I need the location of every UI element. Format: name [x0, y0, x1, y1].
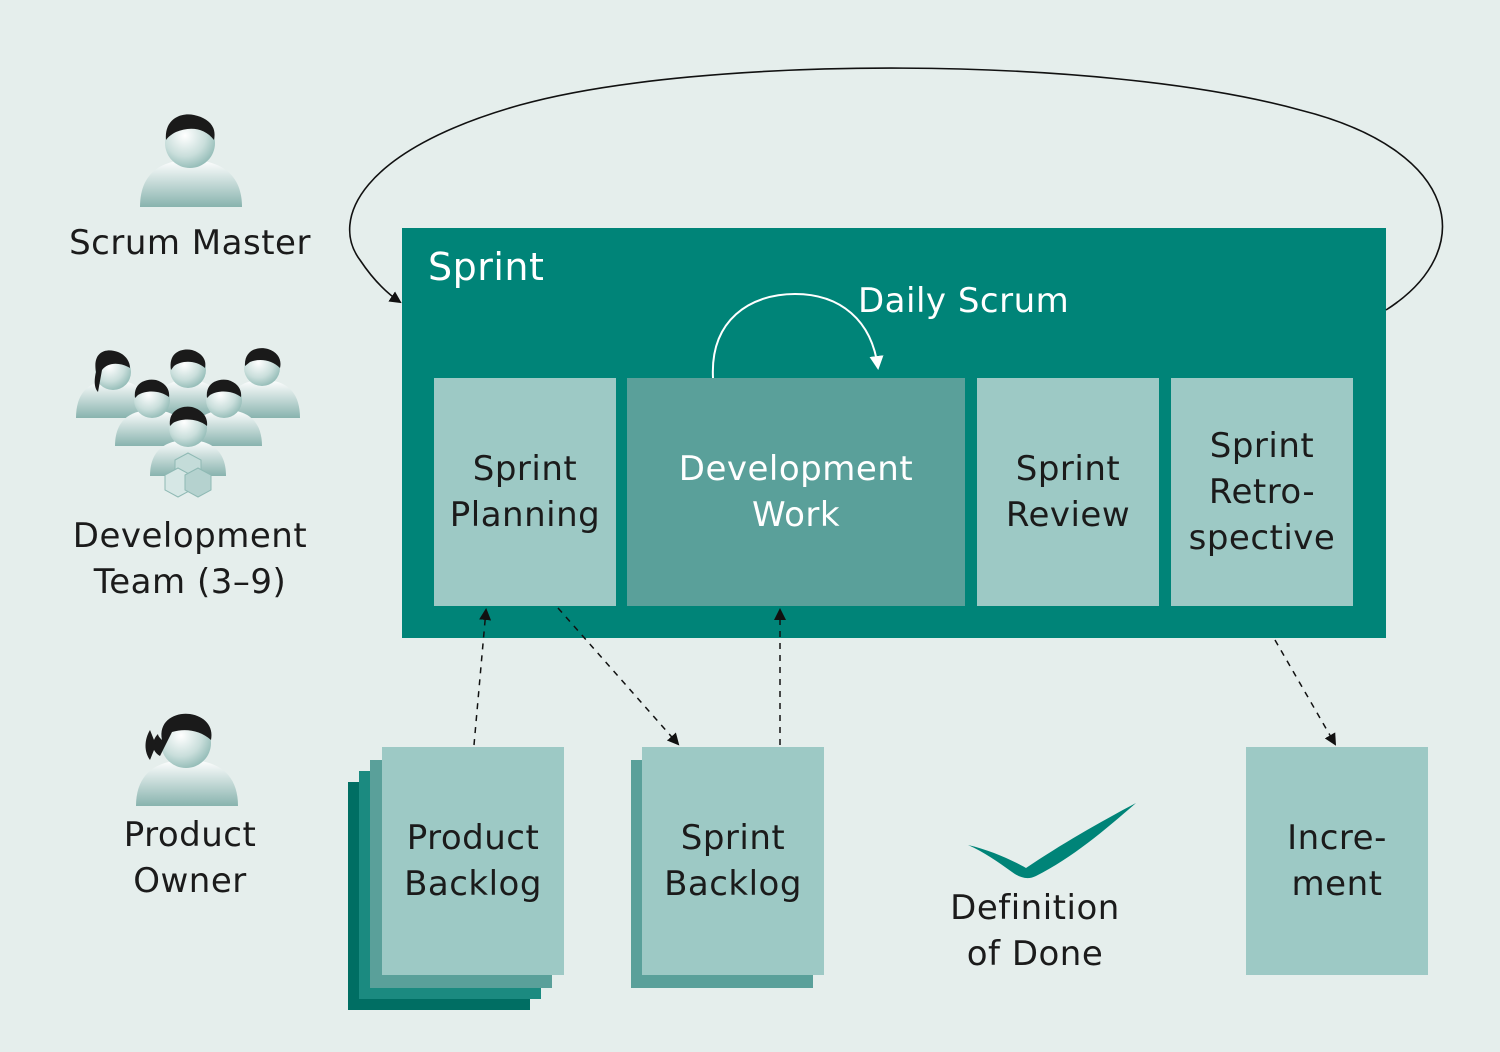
- development-work-box: Development Work: [627, 378, 965, 606]
- sprint-backlog-box: Sprint Backlog: [642, 747, 824, 975]
- daily-scrum-label: Daily Scrum: [858, 281, 1070, 321]
- sprint-retrospective-label: Sprint Retro- spective: [1188, 426, 1336, 558]
- increment-box: Incre- ment: [1246, 747, 1428, 975]
- development-team-icon: [76, 348, 300, 498]
- sprint-loop-arrow: [348, 67, 1444, 311]
- product-backlog-label: Product Backlog: [404, 818, 542, 904]
- scrum-master-label: Scrum Master: [69, 223, 311, 263]
- arrow-planning-to-sprint-backlog: [557, 607, 680, 746]
- sprint-retrospective-box: Sprint Retro- spective: [1171, 378, 1353, 606]
- increment-label: Incre- ment: [1287, 818, 1387, 904]
- sprint-backlog-label: Sprint Backlog: [664, 818, 802, 904]
- scrum-master-icon: [140, 114, 242, 207]
- checkmark-icon: [968, 803, 1136, 879]
- daily-scrum-arrow: [711, 292, 884, 379]
- sprint-planning-label: Sprint Planning: [449, 449, 601, 535]
- definition-of-done-label: Definition of Done: [950, 888, 1120, 974]
- development-team-label: Development Team (3–9): [72, 516, 308, 602]
- product-backlog-box: Product Backlog: [382, 747, 564, 975]
- arrow-backlog-to-planning: [473, 608, 492, 746]
- sprint-title: Sprint: [428, 245, 545, 289]
- arrow-retro-to-increment: [1274, 639, 1336, 746]
- sprint-planning-box: Sprint Planning: [434, 378, 616, 606]
- sprint-review-box: Sprint Review: [977, 378, 1159, 606]
- product-owner-icon: [136, 713, 238, 806]
- product-owner-label: Product Owner: [123, 815, 257, 901]
- development-work-label: Development Work: [678, 449, 914, 535]
- sprint-review-label: Sprint Review: [1005, 449, 1131, 535]
